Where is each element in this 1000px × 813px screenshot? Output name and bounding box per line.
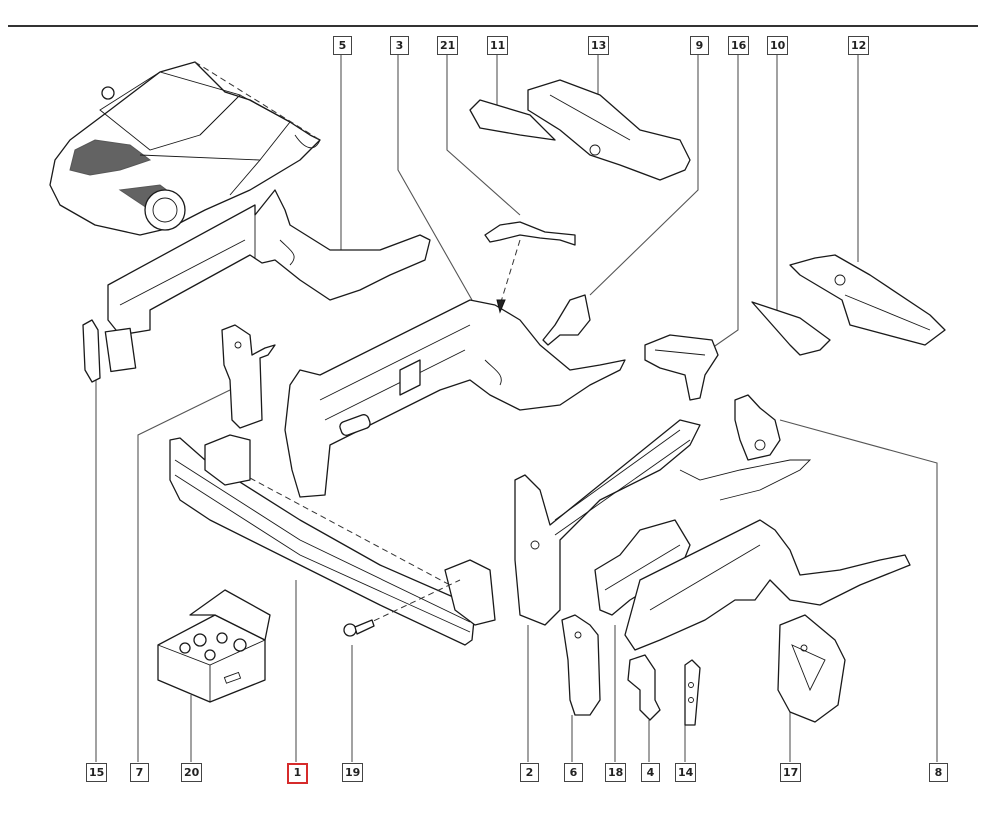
part-15 — [82, 319, 101, 383]
callout-16[interactable]: 16 — [728, 36, 750, 55]
callout-21[interactable]: 21 — [437, 36, 459, 55]
part-7 — [221, 324, 276, 429]
part-21 — [484, 221, 576, 314]
part-11 — [469, 99, 556, 141]
part-14 — [684, 659, 701, 726]
callout-18[interactable]: 18 — [605, 763, 627, 782]
part-5 — [104, 189, 431, 373]
callout-7[interactable]: 7 — [130, 763, 149, 782]
part-17 — [777, 614, 846, 723]
header-rule — [8, 25, 978, 27]
vehicle-overview — [49, 61, 321, 236]
callout-19[interactable]: 19 — [342, 763, 364, 782]
leader-8 — [779, 419, 938, 762]
callout-13[interactable]: 13 — [588, 36, 610, 55]
callout-9[interactable]: 9 — [690, 36, 709, 55]
part-20 — [157, 589, 271, 703]
right-wheel-arch — [624, 459, 911, 651]
part-10 — [751, 301, 831, 356]
callout-2[interactable]: 2 — [520, 763, 539, 782]
part-13 — [527, 79, 691, 181]
leader-16 — [711, 54, 739, 349]
callout-11[interactable]: 11 — [487, 36, 509, 55]
callout-15[interactable]: 15 — [86, 763, 108, 782]
part-12 — [789, 254, 946, 346]
leader-9 — [589, 54, 699, 296]
callout-4[interactable]: 4 — [641, 763, 660, 782]
callout-20[interactable]: 20 — [181, 763, 203, 782]
part-8 — [734, 394, 781, 461]
part-9 — [542, 294, 591, 346]
callout-3[interactable]: 3 — [390, 36, 409, 55]
callout-17[interactable]: 17 — [780, 763, 802, 782]
callout-1-selected[interactable]: 1 — [287, 763, 308, 784]
leader-3 — [397, 54, 473, 301]
leader-21 — [446, 54, 521, 216]
part-19 — [343, 619, 375, 637]
callout-5[interactable]: 5 — [333, 36, 352, 55]
leader-7 — [137, 389, 231, 762]
callout-8[interactable]: 8 — [929, 763, 948, 782]
part-3 — [284, 299, 626, 498]
part-4 — [627, 654, 661, 721]
callout-12[interactable]: 12 — [848, 36, 870, 55]
callout-14[interactable]: 14 — [675, 763, 697, 782]
callout-6[interactable]: 6 — [564, 763, 583, 782]
part-1[interactable] — [169, 434, 496, 646]
part-2 — [514, 419, 701, 626]
part-16 — [644, 334, 719, 401]
callout-10[interactable]: 10 — [767, 36, 789, 55]
part-6 — [561, 614, 601, 716]
